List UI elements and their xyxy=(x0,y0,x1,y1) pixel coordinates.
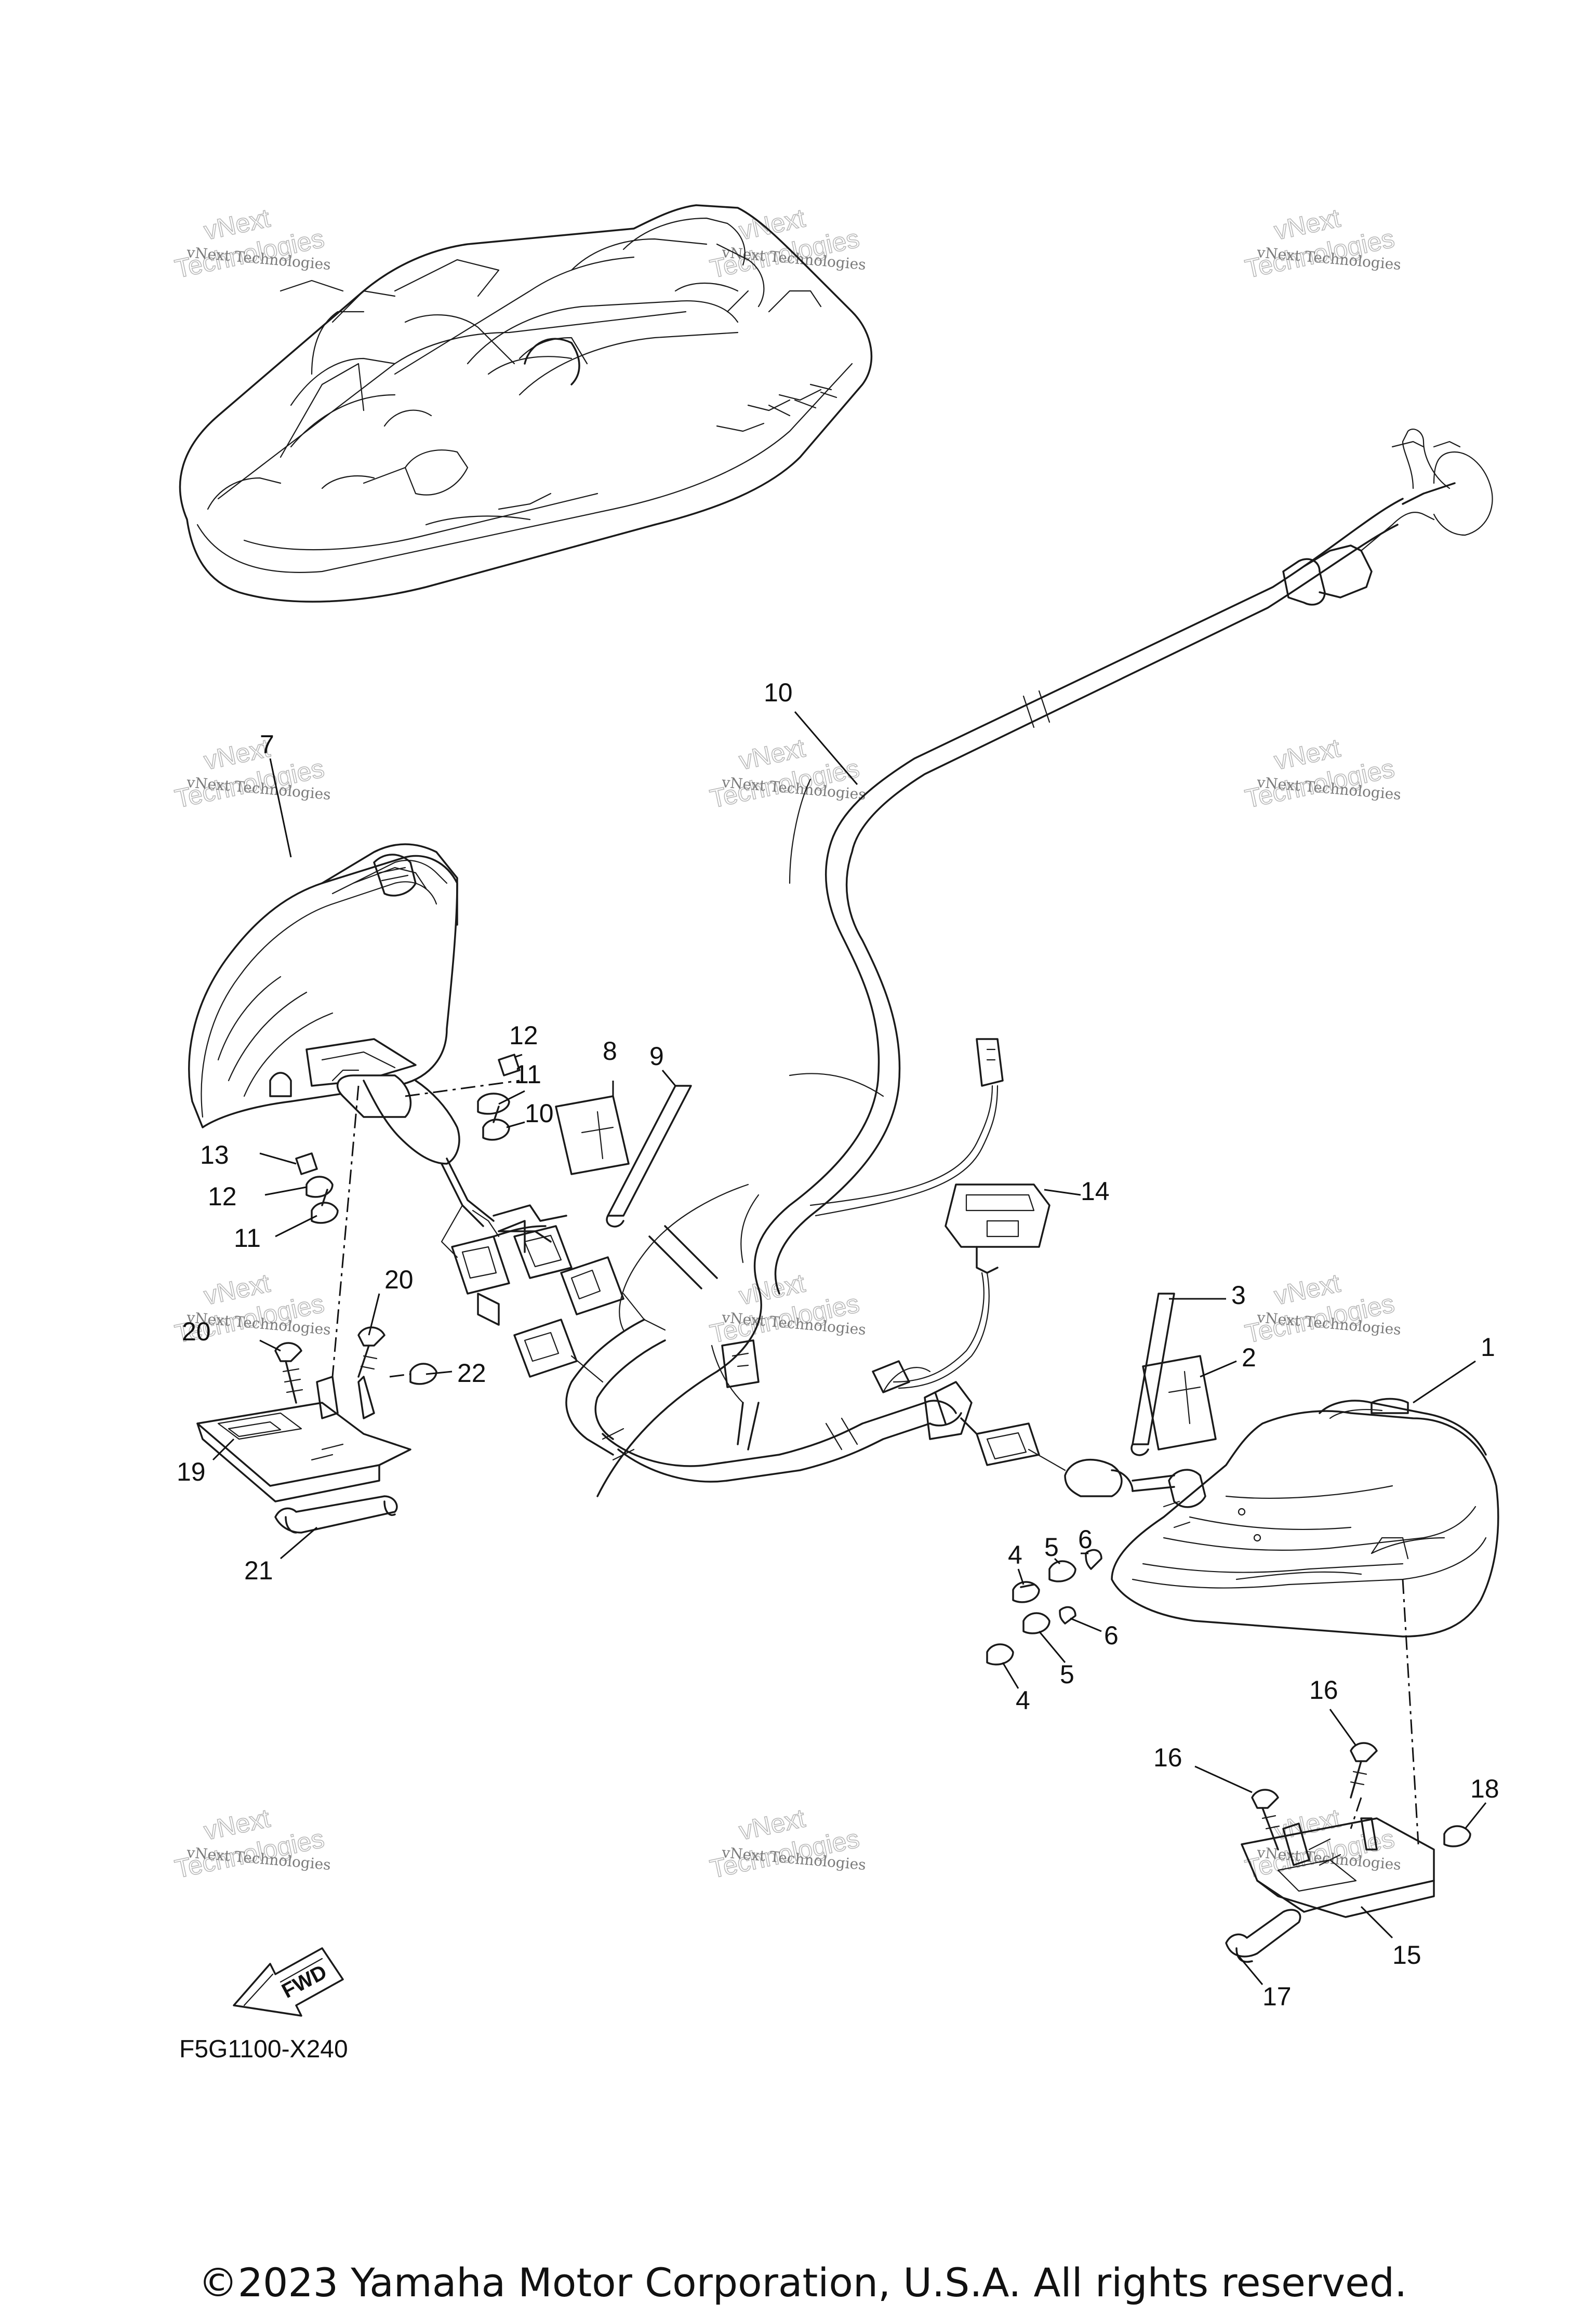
watermark: Technologies vNext vNext Technologies xyxy=(172,203,331,284)
small-parts-left xyxy=(295,1054,692,1228)
callout-11a: 11 xyxy=(514,1060,541,1089)
speaker-7 xyxy=(188,843,573,1377)
screw-16b xyxy=(1350,1742,1378,1762)
pad-2 xyxy=(1142,1355,1217,1451)
clip-22 xyxy=(409,1363,437,1385)
callout-9: 9 xyxy=(649,1042,664,1071)
callout-13: 14 xyxy=(1081,1177,1110,1206)
callout-10a: 10 xyxy=(525,1099,554,1128)
tie-3 xyxy=(1132,1293,1175,1445)
watermark: Technologies vNext vNext Technologies xyxy=(1242,733,1402,814)
callout-20b: 20 xyxy=(384,1265,414,1294)
callout-22: 22 xyxy=(457,1359,486,1388)
callout-16b: 16 xyxy=(1309,1675,1338,1705)
screw-20b xyxy=(357,1326,385,1347)
callout-7: 7 xyxy=(260,730,274,759)
callout-12a: 12 xyxy=(509,1021,538,1050)
watermark: Technologies vNext vNext Technologies xyxy=(1242,203,1402,284)
leader-lines xyxy=(212,711,1487,1985)
watermark: Technologies vNext vNext Technologies xyxy=(707,733,867,814)
callout-14: 10 xyxy=(764,678,793,707)
bolt-10a xyxy=(482,1119,510,1141)
callouts: 10 7 8 9 12 11 10 13 12 11 20 20 22 19 2… xyxy=(177,678,1499,2011)
callout-4a: 4 xyxy=(1008,1540,1022,1569)
diagram-code: F5G1100-X240 xyxy=(179,2035,348,2063)
washer-5a xyxy=(1048,1560,1076,1582)
screw-20a xyxy=(274,1342,302,1362)
callout-10b: 11 xyxy=(234,1223,261,1253)
callout-5b: 5 xyxy=(1060,1660,1074,1689)
bolt-10b xyxy=(311,1202,339,1224)
watermark: Technologies vNext vNext Technologies xyxy=(707,203,867,284)
switch-13 xyxy=(872,1183,1050,1393)
watermark: Technologies vNext vNext Technologies xyxy=(707,1268,867,1349)
callout-18: 18 xyxy=(1470,1774,1499,1803)
callout-17: 17 xyxy=(1262,1982,1292,2011)
callout-12b: 13 xyxy=(200,1140,229,1169)
screw-16a xyxy=(1251,1789,1279,1809)
clip-18 xyxy=(1443,1825,1471,1847)
fwd-label: FWD xyxy=(278,1960,330,2003)
callout-15: 15 xyxy=(1392,1940,1421,1970)
callout-3: 3 xyxy=(1231,1281,1246,1310)
washer-11b xyxy=(305,1176,334,1198)
callout-2: 2 xyxy=(1242,1343,1256,1372)
watercraft-illustration xyxy=(179,204,873,603)
callout-21: 21 xyxy=(244,1556,273,1585)
washer-5b xyxy=(1022,1612,1050,1634)
callout-20a: 20 xyxy=(182,1317,211,1346)
callout-16a: 16 xyxy=(1153,1743,1182,1772)
bolt-4b xyxy=(986,1643,1014,1666)
watermarks: Technologies vNext vNext Technologies Te… xyxy=(172,203,1402,1884)
bolt-4a xyxy=(1012,1581,1040,1603)
plate-21 xyxy=(274,1495,398,1534)
wire-harness-14 xyxy=(513,429,1493,1497)
copyright: ©2023 Yamaha Motor Corporation, U.S.A. A… xyxy=(198,2259,1407,2306)
callout-11b: 12 xyxy=(208,1182,237,1211)
small-parts-right xyxy=(986,1293,1217,1666)
tie-9 xyxy=(607,1085,692,1217)
collar-6b xyxy=(1059,1606,1076,1625)
grommet-12b xyxy=(295,1152,318,1175)
callout-4b: 4 xyxy=(1016,1686,1030,1715)
callout-6b: 6 xyxy=(1104,1621,1119,1650)
speaker-1 xyxy=(960,1398,1499,1845)
watermark: Technologies vNext vNext Technologies xyxy=(1242,1268,1402,1349)
pad-8 xyxy=(555,1095,630,1175)
callout-5a: 5 xyxy=(1044,1533,1059,1562)
fwd-arrow-icon: FWD xyxy=(233,1947,344,2017)
washer-11a xyxy=(477,1093,510,1115)
bracket-19 xyxy=(196,1326,437,1534)
watermark: Technologies vNext vNext Technologies xyxy=(172,1803,331,1884)
callout-6a: 6 xyxy=(1078,1525,1093,1554)
watermark: Technologies vNext vNext Technologies xyxy=(172,733,331,814)
callout-8: 8 xyxy=(603,1036,617,1066)
watermark: Technologies vNext vNext Technologies xyxy=(707,1803,867,1884)
callout-19: 19 xyxy=(177,1457,206,1486)
callout-1: 1 xyxy=(1481,1333,1495,1362)
collar-6a xyxy=(1085,1549,1102,1570)
